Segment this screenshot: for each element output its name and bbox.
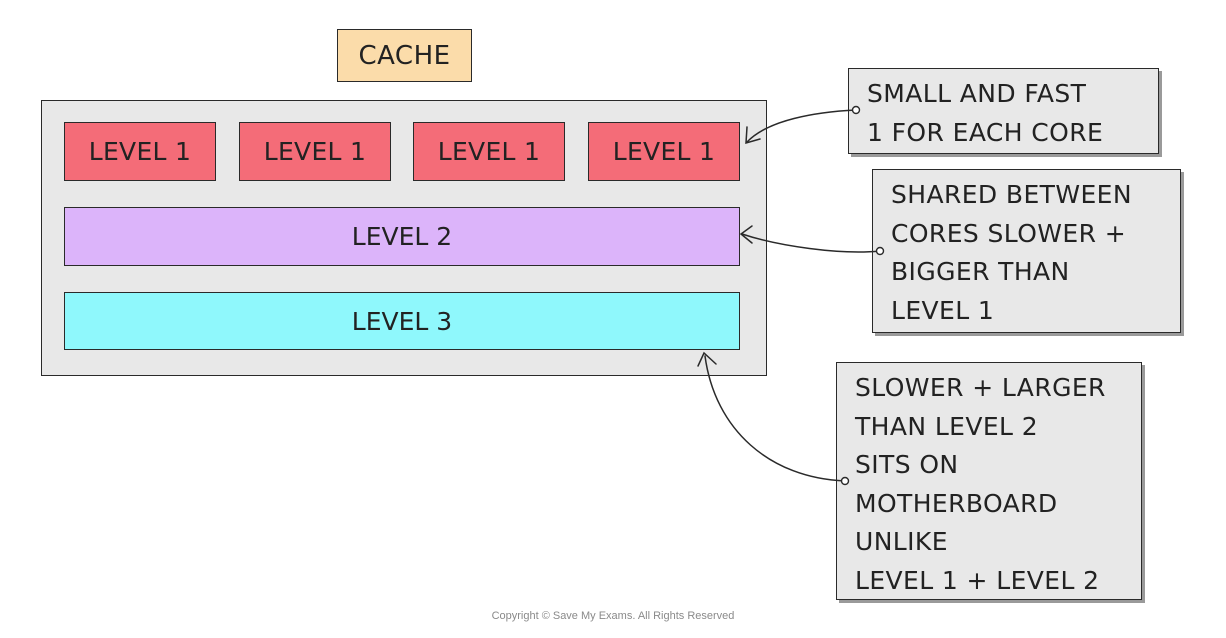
level1-cache-core-4: LEVEL 1 (588, 122, 740, 181)
level3-anchor-dot (840, 476, 850, 486)
level1-anchor-dot (851, 105, 861, 115)
level1-annotation: SMALL AND FAST 1 FOR EACH CORE (848, 68, 1159, 154)
cache-container: LEVEL 1 LEVEL 1 LEVEL 1 LEVEL 1 LEVEL 2 … (41, 100, 767, 376)
level2-arrowhead-icon (739, 225, 753, 244)
copyright-text: Copyright © Save My Exams. All Rights Re… (491, 610, 735, 622)
level1-arrowhead-icon (745, 126, 761, 145)
level1-arrow (746, 109, 857, 143)
level2-cache: LEVEL 2 (64, 207, 740, 266)
level3-arrowhead-icon (697, 351, 717, 367)
level3-arrow (704, 355, 846, 482)
level3-cache: LEVEL 3 (64, 292, 740, 350)
level2-annotation: SHARED BETWEEN CORES SLOWER + BIGGER THA… (872, 169, 1181, 333)
level1-cache-core-2: LEVEL 1 (239, 122, 391, 181)
cache-title: CACHE (337, 29, 472, 82)
level1-cache-core-1: LEVEL 1 (64, 122, 216, 181)
level1-cache-core-3: LEVEL 1 (413, 122, 565, 181)
level2-arrow (741, 233, 881, 253)
level3-annotation: SLOWER + LARGER THAN LEVEL 2 SITS ON MOT… (836, 362, 1142, 600)
level2-anchor-dot (875, 246, 885, 256)
